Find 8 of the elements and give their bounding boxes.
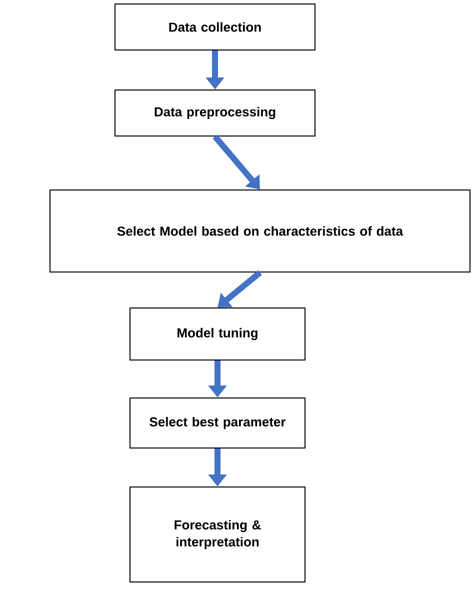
process-box: Select Model based on characteristics of data	[50, 190, 470, 272]
process-box: Data preprocessing	[114, 90, 316, 136]
process-box: Data collection	[114, 4, 316, 50]
process-box: Forecasting & interpretation	[130, 486, 306, 582]
process-box: Select best parameter	[130, 398, 306, 448]
arrow	[218, 270, 262, 308]
arrow	[212, 134, 260, 190]
process-box: Model tuning	[130, 308, 306, 360]
